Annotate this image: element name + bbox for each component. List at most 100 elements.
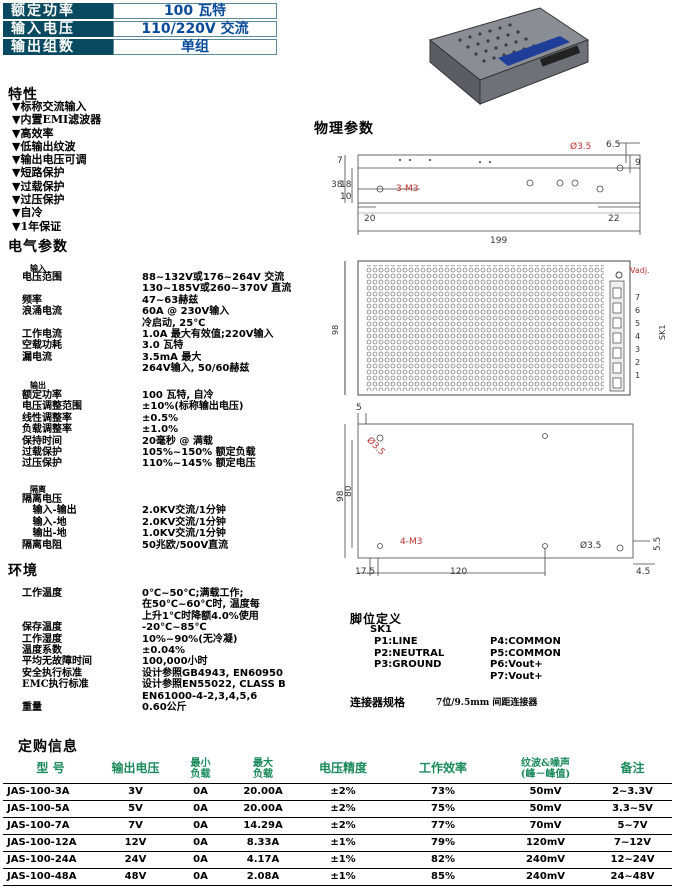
- header-value: 单组: [113, 39, 277, 55]
- pins-title: 脚位定义: [350, 612, 403, 626]
- features-title: 特性: [8, 87, 38, 103]
- pins-right: P4:COMMON P5:COMMON P6:Vout+ P7:Vout+: [490, 636, 561, 682]
- feature-item: ▼过载保护: [12, 179, 65, 193]
- order-col-header: 型 号: [3, 755, 98, 784]
- output-values: 100 瓦特, 自冷 ±10%(标称输出电压) ±0.5% ±1.0% 20毫秒…: [142, 390, 256, 470]
- table-cell: 24~48V: [593, 868, 672, 886]
- table-cell: 73%: [388, 783, 498, 801]
- table-cell: JAS-100-48A: [3, 868, 98, 886]
- table-cell: 14.29A: [228, 817, 298, 835]
- dim-d10: 10: [340, 192, 352, 202]
- features-list: ▼标称交流输入▼内置EMI滤波器▼高效率▼低输出纹波▼输出电压可调▼短路保护▼过…: [12, 100, 101, 233]
- table-cell: JAS-100-3A: [3, 783, 98, 801]
- bottom-view-drawing: 5 Ø3.5 98 80 4-M3 Ø3.5 5.5 17.5 120 4.5: [336, 403, 663, 577]
- table-cell: 82%: [388, 851, 498, 869]
- output-labels: 额定功率 电压调整范围 线性调整率 负载调整率 保持时间 过载保护 过压保护: [22, 390, 82, 470]
- table-cell: ±1%: [298, 834, 388, 852]
- header-label: 输入电压: [3, 21, 113, 37]
- table-cell: JAS-100-12A: [3, 834, 98, 852]
- dim-d5: 5: [356, 403, 362, 413]
- connector-label: 连接器规格: [350, 696, 405, 709]
- table-cell: 2~3.3V: [593, 783, 672, 801]
- output-subhead: 输出: [30, 380, 46, 390]
- table-cell: 20.00A: [228, 783, 298, 801]
- table-cell: 48V: [98, 868, 173, 886]
- table-cell: 12~24V: [593, 851, 672, 869]
- feature-item: ▼自冷: [12, 206, 43, 220]
- dim-d98: 98: [331, 325, 340, 335]
- table-cell: ±2%: [298, 783, 388, 801]
- table-cell: 0A: [173, 851, 228, 869]
- order-col-header: 输出电压: [98, 755, 173, 784]
- pins-sk1: SK1: [370, 624, 392, 635]
- table-cell: 50mV: [498, 783, 593, 801]
- top-view-drawing: Ø3.5 6.5 9 7 38 18 10 3-M3 20 22 199: [331, 140, 641, 246]
- dim-d80: 80: [344, 485, 354, 497]
- table-cell: 0A: [173, 783, 228, 801]
- pin-num: 6: [635, 306, 640, 315]
- order-col-header: 最大 负载: [228, 755, 298, 784]
- header-row-outputs: 输出组数 单组: [3, 39, 277, 56]
- dim-d20: 20: [364, 214, 376, 224]
- table-cell: 3.3~5V: [593, 800, 672, 818]
- dim-d45: 4.5: [636, 567, 650, 577]
- order-col-header: 备注: [593, 755, 672, 784]
- feature-item: ▼过压保护: [12, 193, 65, 207]
- connector-value: 7位/9.5mm 间距连接器: [436, 698, 538, 708]
- table-cell: 75%: [388, 800, 498, 818]
- dim-d199: 199: [490, 236, 507, 246]
- dim-d18: 18: [340, 180, 352, 190]
- front-view-drawing: Vadj. SK1 98 7 6 5 4 3 2 1: [331, 260, 667, 396]
- table-cell: JAS-100-24A: [3, 851, 98, 869]
- electrical-title: 电气参数: [8, 239, 68, 255]
- table-cell: 3V: [98, 783, 173, 801]
- feature-item: ▼高效率: [12, 126, 54, 140]
- table-cell: ±2%: [298, 817, 388, 835]
- header-value: 100 瓦特: [113, 3, 277, 19]
- dim-d98: 98: [336, 490, 346, 502]
- dim-d35: Ø3.5: [364, 435, 387, 458]
- pin-num: 2: [635, 358, 640, 367]
- order-header-row: 型 号输出电压最小 负载最大 负载电压精度工作效率纹波&噪声 (峰－峰值)备注: [3, 755, 672, 784]
- feature-item: ▼低输出纹波: [12, 139, 76, 153]
- pin-num: 5: [635, 319, 640, 328]
- table-cell: 7~12V: [593, 834, 672, 852]
- table-cell: ±1%: [298, 851, 388, 869]
- order-col-header: 工作效率: [388, 755, 498, 784]
- table-cell: 0A: [173, 800, 228, 818]
- iso-values: 2.0KV交流/1分钟 2.0KV交流/1分钟 1.0KV交流/1分钟 50兆欧…: [142, 505, 229, 551]
- order-col-header: 电压精度: [298, 755, 388, 784]
- sk1-label: SK1: [658, 325, 667, 340]
- dim-d55: 5.5: [653, 537, 663, 551]
- environment-labels: 工作温度 保存温度 工作湿度 温度系数 平均无故障时间 安全执行标准 EMC执行…: [22, 588, 92, 714]
- input-subhead: 输入: [30, 263, 46, 273]
- table-cell: 240mV: [498, 851, 593, 869]
- table-cell: 4.17A: [228, 851, 298, 869]
- table-cell: 5V: [98, 800, 173, 818]
- feature-item: ▼标称交流输入: [12, 100, 87, 113]
- table-cell: 120mV: [498, 834, 593, 852]
- table-cell: 70mV: [498, 817, 593, 835]
- table-cell: 77%: [388, 817, 498, 835]
- table-cell: 0A: [173, 868, 228, 886]
- dim-d9: 9: [635, 158, 641, 168]
- table-cell: 240mV: [498, 868, 593, 886]
- product-photo: [428, 7, 590, 106]
- dim-m3: 3-M3: [396, 184, 418, 194]
- table-cell: 24V: [98, 851, 173, 869]
- table-cell: ±2%: [298, 800, 388, 818]
- dim-m3: 4-M3: [400, 537, 422, 547]
- vadj-label: Vadj.: [630, 266, 650, 275]
- feature-item: ▼内置EMI滤波器: [12, 113, 102, 127]
- pin-num: 7: [635, 293, 640, 302]
- table-cell: 20.00A: [228, 800, 298, 818]
- input-labels: 电压范围 频率 浪涌电流 工作电流 空载功耗 漏电流: [22, 272, 62, 363]
- order-col-header: 最小 负载: [173, 755, 228, 784]
- dim-d38: 38: [331, 180, 343, 190]
